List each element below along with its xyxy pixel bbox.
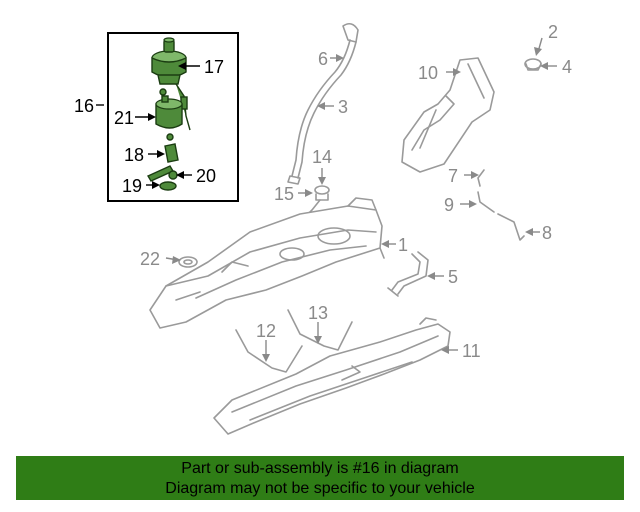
arrowhead-19 xyxy=(152,181,160,189)
parts-diagram: 2 4 6 3 10 14 15 7 9 8 1 22 5 12 13 11 1… xyxy=(74,22,572,435)
callout-10[interactable]: 10 xyxy=(418,63,438,83)
callout-5[interactable]: 5 xyxy=(448,267,458,287)
callout-13[interactable]: 13 xyxy=(308,303,328,323)
callout-9[interactable]: 9 xyxy=(444,195,454,215)
diagram-notice-banner: Part or sub-assembly is #16 in diagram D… xyxy=(16,456,624,500)
fuel-tank[interactable] xyxy=(149,197,385,329)
callout-21[interactable]: 21 xyxy=(114,108,134,128)
hose-9[interactable] xyxy=(477,191,495,213)
hose-8[interactable] xyxy=(497,213,525,241)
callout-2[interactable]: 2 xyxy=(548,22,558,42)
arrowhead-11 xyxy=(441,346,449,354)
arrowhead-22 xyxy=(172,256,181,264)
callout-12[interactable]: 12 xyxy=(256,321,276,341)
callout-3[interactable]: 3 xyxy=(338,97,348,117)
arrowhead-20 xyxy=(176,171,184,179)
callout-4[interactable]: 4 xyxy=(562,57,572,77)
filler-neck-pipe[interactable] xyxy=(287,22,359,185)
arrowhead-1 xyxy=(381,240,389,248)
arrowhead-13 xyxy=(314,336,322,344)
callout-15[interactable]: 15 xyxy=(274,184,294,204)
fuel-pump-module[interactable] xyxy=(146,37,191,191)
arrowhead-7 xyxy=(471,171,479,179)
arrowhead-21 xyxy=(148,113,156,121)
heat-shield[interactable] xyxy=(401,57,495,173)
arrowhead-14 xyxy=(318,177,326,185)
arrowhead-5 xyxy=(427,272,435,280)
arrowhead-18 xyxy=(157,150,165,158)
callout-16[interactable]: 16 xyxy=(74,96,94,116)
grommet-22[interactable] xyxy=(178,256,198,268)
callout-18[interactable]: 18 xyxy=(124,145,144,165)
vent-hose-5[interactable] xyxy=(387,251,429,297)
strap-12[interactable] xyxy=(235,329,303,373)
strap-13[interactable] xyxy=(287,309,353,351)
arrowhead-4 xyxy=(540,62,548,70)
callout-8[interactable]: 8 xyxy=(542,223,552,243)
fuel-cap[interactable] xyxy=(524,58,542,71)
callout-6[interactable]: 6 xyxy=(318,49,328,69)
callout-7[interactable]: 7 xyxy=(448,166,458,186)
notice-line-disclaimer: Diagram may not be specific to your vehi… xyxy=(165,480,475,497)
arrowhead-15 xyxy=(305,189,313,197)
arrowhead-9 xyxy=(469,200,477,208)
hose-7[interactable] xyxy=(477,169,485,187)
callout-17[interactable]: 17 xyxy=(204,57,224,77)
callout-22[interactable]: 22 xyxy=(140,249,160,269)
callout-19[interactable]: 19 xyxy=(122,176,142,196)
arrowhead-8 xyxy=(525,228,533,236)
arrowhead-17 xyxy=(178,62,186,70)
callout-14[interactable]: 14 xyxy=(312,147,332,167)
notice-line-part: Part or sub-assembly is #16 in diagram xyxy=(181,460,459,477)
callout-1[interactable]: 1 xyxy=(398,235,408,255)
arrowhead-10 xyxy=(453,68,461,76)
arrowhead-6 xyxy=(336,54,344,62)
arrowhead-3 xyxy=(317,102,325,110)
callout-11[interactable]: 11 xyxy=(462,341,481,361)
arrowhead-2 xyxy=(534,47,542,56)
callout-20[interactable]: 20 xyxy=(196,166,216,186)
arrowhead-12 xyxy=(262,354,270,362)
skid-plate[interactable] xyxy=(213,317,451,435)
